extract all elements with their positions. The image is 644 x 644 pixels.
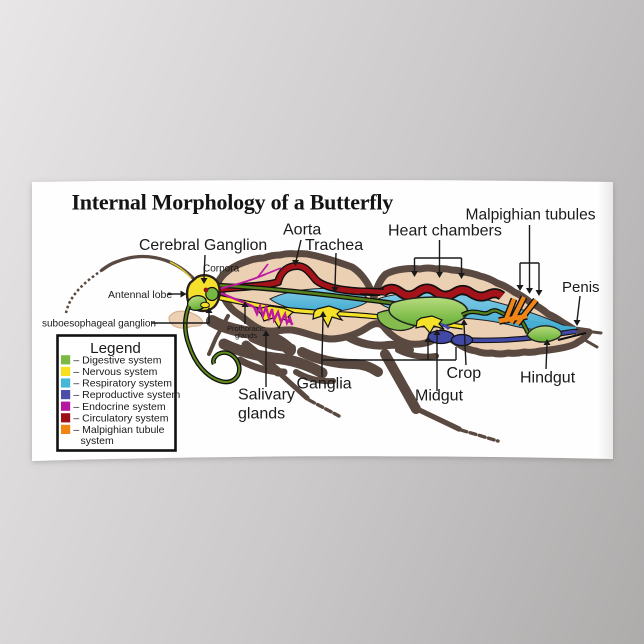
svg-text:– Endocrine system: – Endocrine system [73,401,165,413]
svg-text:Trachea: Trachea [305,237,363,254]
svg-text:glands: glands [238,406,285,423]
svg-text:Prothoracic: Prothoracic [227,324,265,333]
svg-text:Internal Morphology of a Butte: Internal Morphology of a Butterfly [72,190,394,215]
svg-text:– Respiratory system: – Respiratory system [73,378,172,390]
svg-text:– Digestive system: – Digestive system [73,354,161,366]
svg-text:Midgut: Midgut [415,387,464,404]
svg-text:suboesophageal ganglion: suboesophageal ganglion [42,319,156,330]
svg-text:Aorta: Aorta [283,222,321,239]
svg-text:glands: glands [235,331,257,340]
svg-text:– Nervous system: – Nervous system [73,366,157,378]
svg-text:Salivary: Salivary [238,387,295,404]
svg-text:Legend: Legend [90,340,141,357]
svg-text:Penis: Penis [562,279,600,296]
svg-text:Corpora: Corpora [203,264,240,275]
svg-text:Heart chambers: Heart chambers [388,223,502,240]
svg-text:Cerebral Ganglion: Cerebral Ganglion [139,237,267,254]
svg-text:– Reproductive system: – Reproductive system [73,389,180,401]
svg-text:Antennal lobe: Antennal lobe [108,289,172,301]
svg-text:Malpighian tubules: Malpighian tubules [466,207,596,224]
svg-text:system: system [81,435,115,447]
svg-text:– Malpighian tubule: – Malpighian tubule [73,424,164,436]
svg-text:Crop: Crop [447,365,482,382]
svg-text:Ganglia: Ganglia [297,376,352,393]
svg-text:Hindgut: Hindgut [520,369,576,386]
svg-text:– Circulatory system: – Circulatory system [73,412,168,424]
